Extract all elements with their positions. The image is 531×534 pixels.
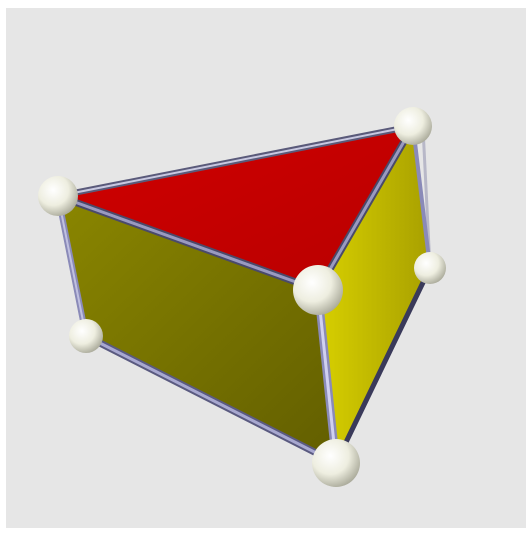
left-face bbox=[58, 196, 336, 463]
vertex bbox=[38, 176, 78, 216]
edge bbox=[57, 125, 414, 197]
vertex bbox=[394, 107, 432, 145]
edges bbox=[54, 122, 433, 467]
top-face bbox=[58, 126, 413, 290]
vertices bbox=[38, 107, 446, 487]
vertex bbox=[69, 319, 103, 353]
right-face bbox=[318, 126, 430, 463]
vertex bbox=[414, 252, 446, 284]
3d-canvas[interactable] bbox=[6, 8, 526, 528]
vertex bbox=[293, 265, 343, 315]
edge bbox=[411, 124, 432, 270]
prism-render bbox=[38, 107, 446, 487]
edge bbox=[316, 124, 415, 292]
vertex bbox=[312, 439, 360, 487]
edge bbox=[56, 194, 320, 292]
edge bbox=[57, 195, 87, 337]
edge bbox=[316, 288, 338, 465]
edge bbox=[333, 265, 433, 466]
edge bbox=[84, 334, 338, 465]
